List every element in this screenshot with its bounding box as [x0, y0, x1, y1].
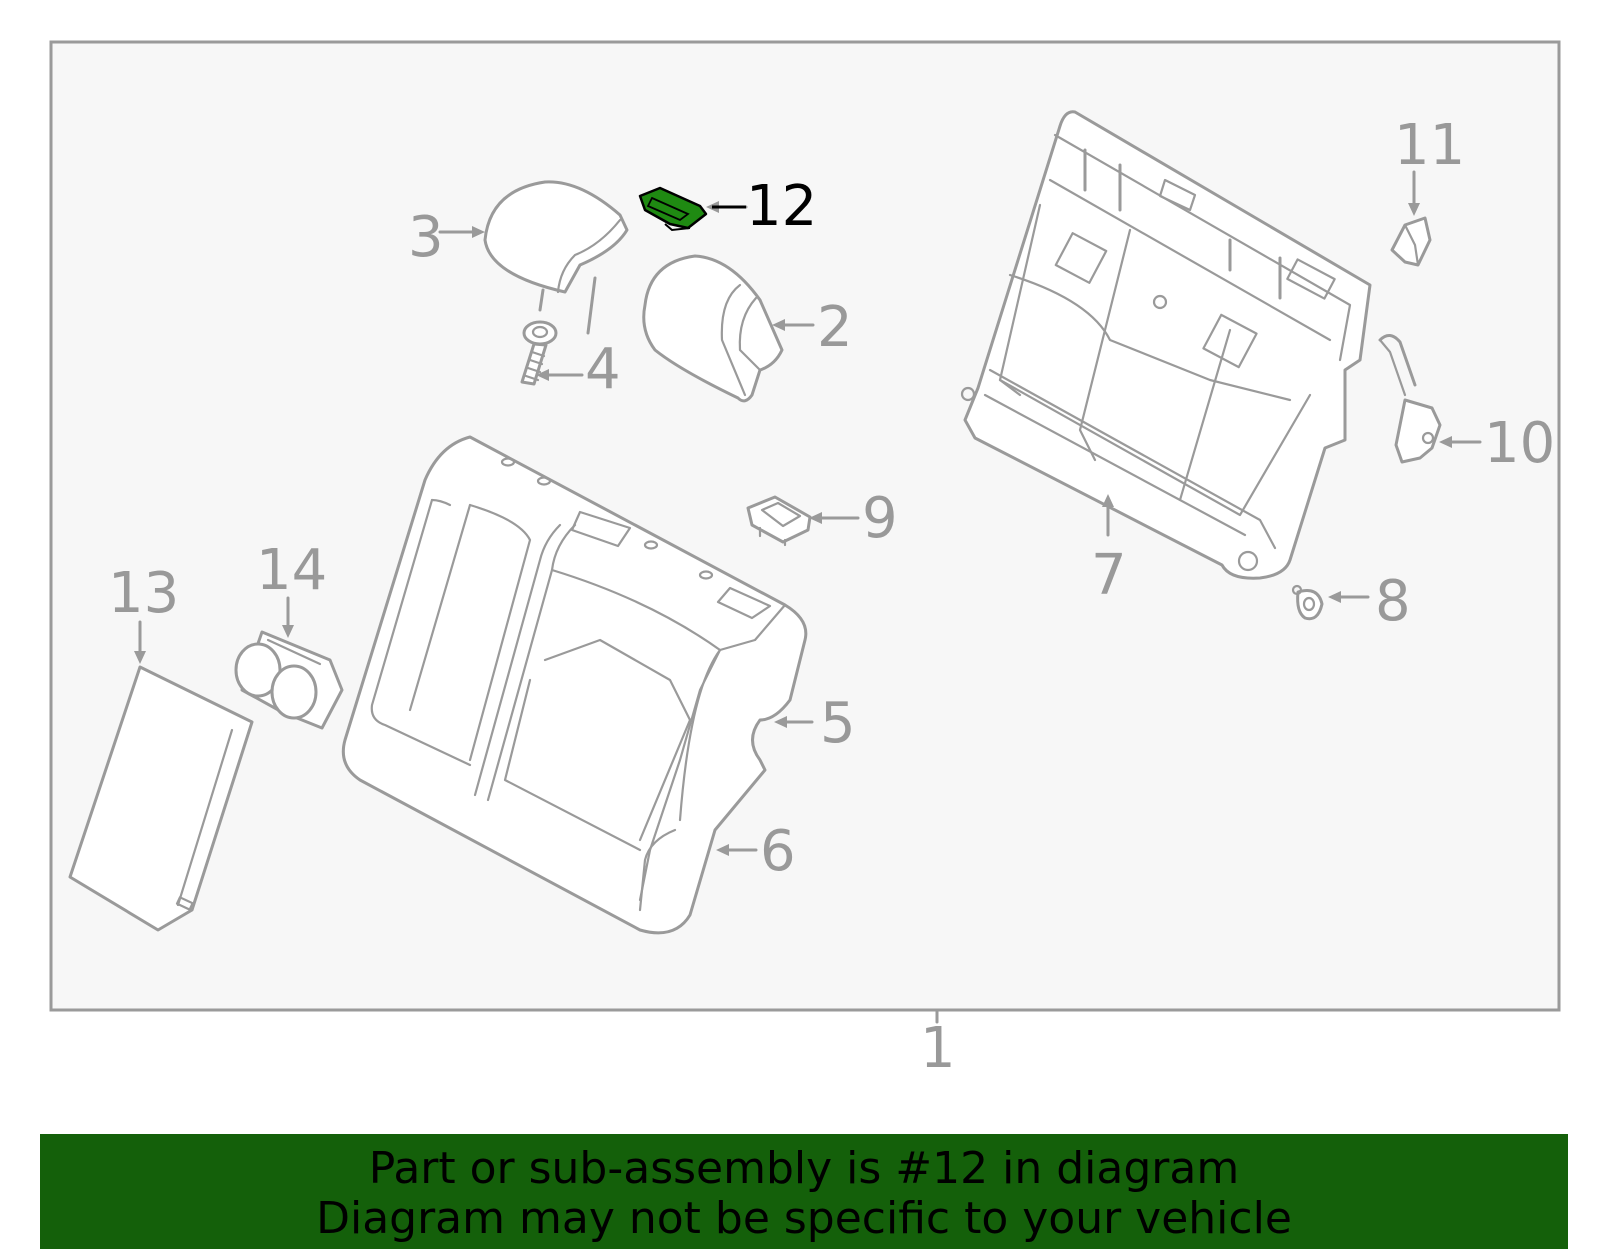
callout-1: 1 — [920, 1016, 956, 1081]
callout-14: 14 — [256, 538, 327, 603]
part-4-bolt[interactable] — [520, 320, 558, 386]
part-5-seat-back-cover[interactable] — [341, 435, 808, 935]
callout-11: 11 — [1394, 113, 1465, 178]
callout-7: 7 — [1091, 543, 1127, 608]
parts-diagram: 3 12 2 4 9 7 11 10 8 5 6 13 14 1 — [49, 40, 1561, 1081]
callout-12: 12 — [746, 174, 817, 239]
info-banner: Part or sub-assembly is #12 in diagram D… — [40, 1134, 1568, 1249]
part-9-bezel[interactable] — [746, 495, 812, 547]
part-14-cup-holder[interactable] — [234, 630, 344, 730]
callout-5: 5 — [820, 691, 856, 756]
callout-6: 6 — [760, 819, 796, 884]
callout-4: 4 — [585, 337, 621, 402]
part-12-trim-highlighted[interactable] — [638, 186, 708, 232]
part-13-armrest[interactable] — [68, 665, 254, 932]
leader-lines — [134, 170, 1482, 1024]
part-6-side-bolster[interactable] — [638, 648, 722, 912]
callout-13: 13 — [108, 561, 179, 626]
part-10-latch[interactable] — [1378, 334, 1442, 464]
callout-9: 9 — [862, 486, 898, 551]
part-11-cap[interactable] — [1390, 216, 1432, 267]
part-2-headrest[interactable] — [642, 254, 784, 403]
part-3-headrest[interactable] — [483, 180, 629, 335]
banner-line-1: Part or sub-assembly is #12 in diagram — [368, 1143, 1240, 1194]
part-7-seat-frame[interactable] — [960, 110, 1372, 580]
part-8-clip[interactable] — [1291, 584, 1324, 621]
banner-line-2: Diagram may not be specific to your vehi… — [316, 1193, 1292, 1244]
callout-10: 10 — [1484, 411, 1555, 476]
callout-2: 2 — [817, 295, 853, 360]
callout-3: 3 — [408, 205, 444, 270]
callout-8: 8 — [1375, 569, 1411, 634]
